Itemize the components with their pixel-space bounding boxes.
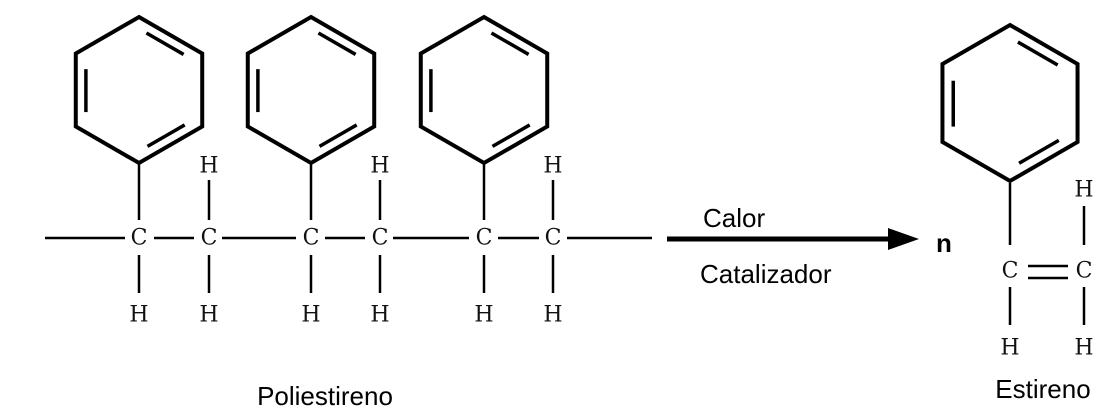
double-bond (318, 123, 358, 148)
styrene-hydrogen: H (1000, 336, 1019, 361)
chain-hydrogen: H (370, 154, 389, 179)
double-bond (490, 31, 530, 56)
chain-hydrogen: H (543, 303, 562, 328)
chain-hydrogen: H (199, 303, 218, 328)
chain-hydrogen: H (543, 154, 562, 179)
chain-carbon: C (303, 226, 320, 251)
chain-hydrogen: H (370, 303, 389, 328)
chain-carbon: C (545, 226, 562, 251)
condition-heat-label: Calor (703, 203, 765, 233)
styrene-molecule: C C H H H (1000, 178, 1093, 361)
polymer-name-label: Poliestireno (257, 381, 393, 411)
double-bond (146, 123, 186, 148)
chain-carbon: C (372, 226, 389, 251)
polymer-chain-atoms: C H C H H C H C H H C H C H H (129, 154, 562, 328)
reaction-arrow (667, 228, 919, 250)
double-bond (145, 31, 185, 56)
monomer-name-label: Estireno (995, 374, 1090, 404)
double-bond (1017, 40, 1059, 67)
coefficient-n-label: n (936, 228, 952, 258)
benzene-rings (73, 14, 1080, 184)
benzene-ring (940, 22, 1080, 184)
chain-carbon: C (201, 226, 218, 251)
double-bond (317, 31, 357, 56)
chain-hydrogen: H (474, 303, 493, 328)
chain-carbon: C (131, 226, 148, 251)
double-bond (491, 123, 531, 148)
condition-catalyst-label: Catalizador (700, 259, 832, 289)
styrene-carbon-2: C (1076, 259, 1093, 284)
chain-hydrogen: H (129, 303, 148, 328)
double-bond (1018, 138, 1060, 165)
chain-hydrogen: H (301, 303, 320, 328)
benzene-ring (418, 14, 550, 166)
chain-carbon: C (476, 226, 493, 251)
styrene-hydrogen: H (1074, 336, 1093, 361)
styrene-hydrogen: H (1074, 178, 1093, 203)
styrene-carbon-1: C (1002, 259, 1019, 284)
benzene-ring (73, 14, 205, 166)
benzene-ring (245, 14, 377, 166)
chain-hydrogen: H (199, 154, 218, 179)
